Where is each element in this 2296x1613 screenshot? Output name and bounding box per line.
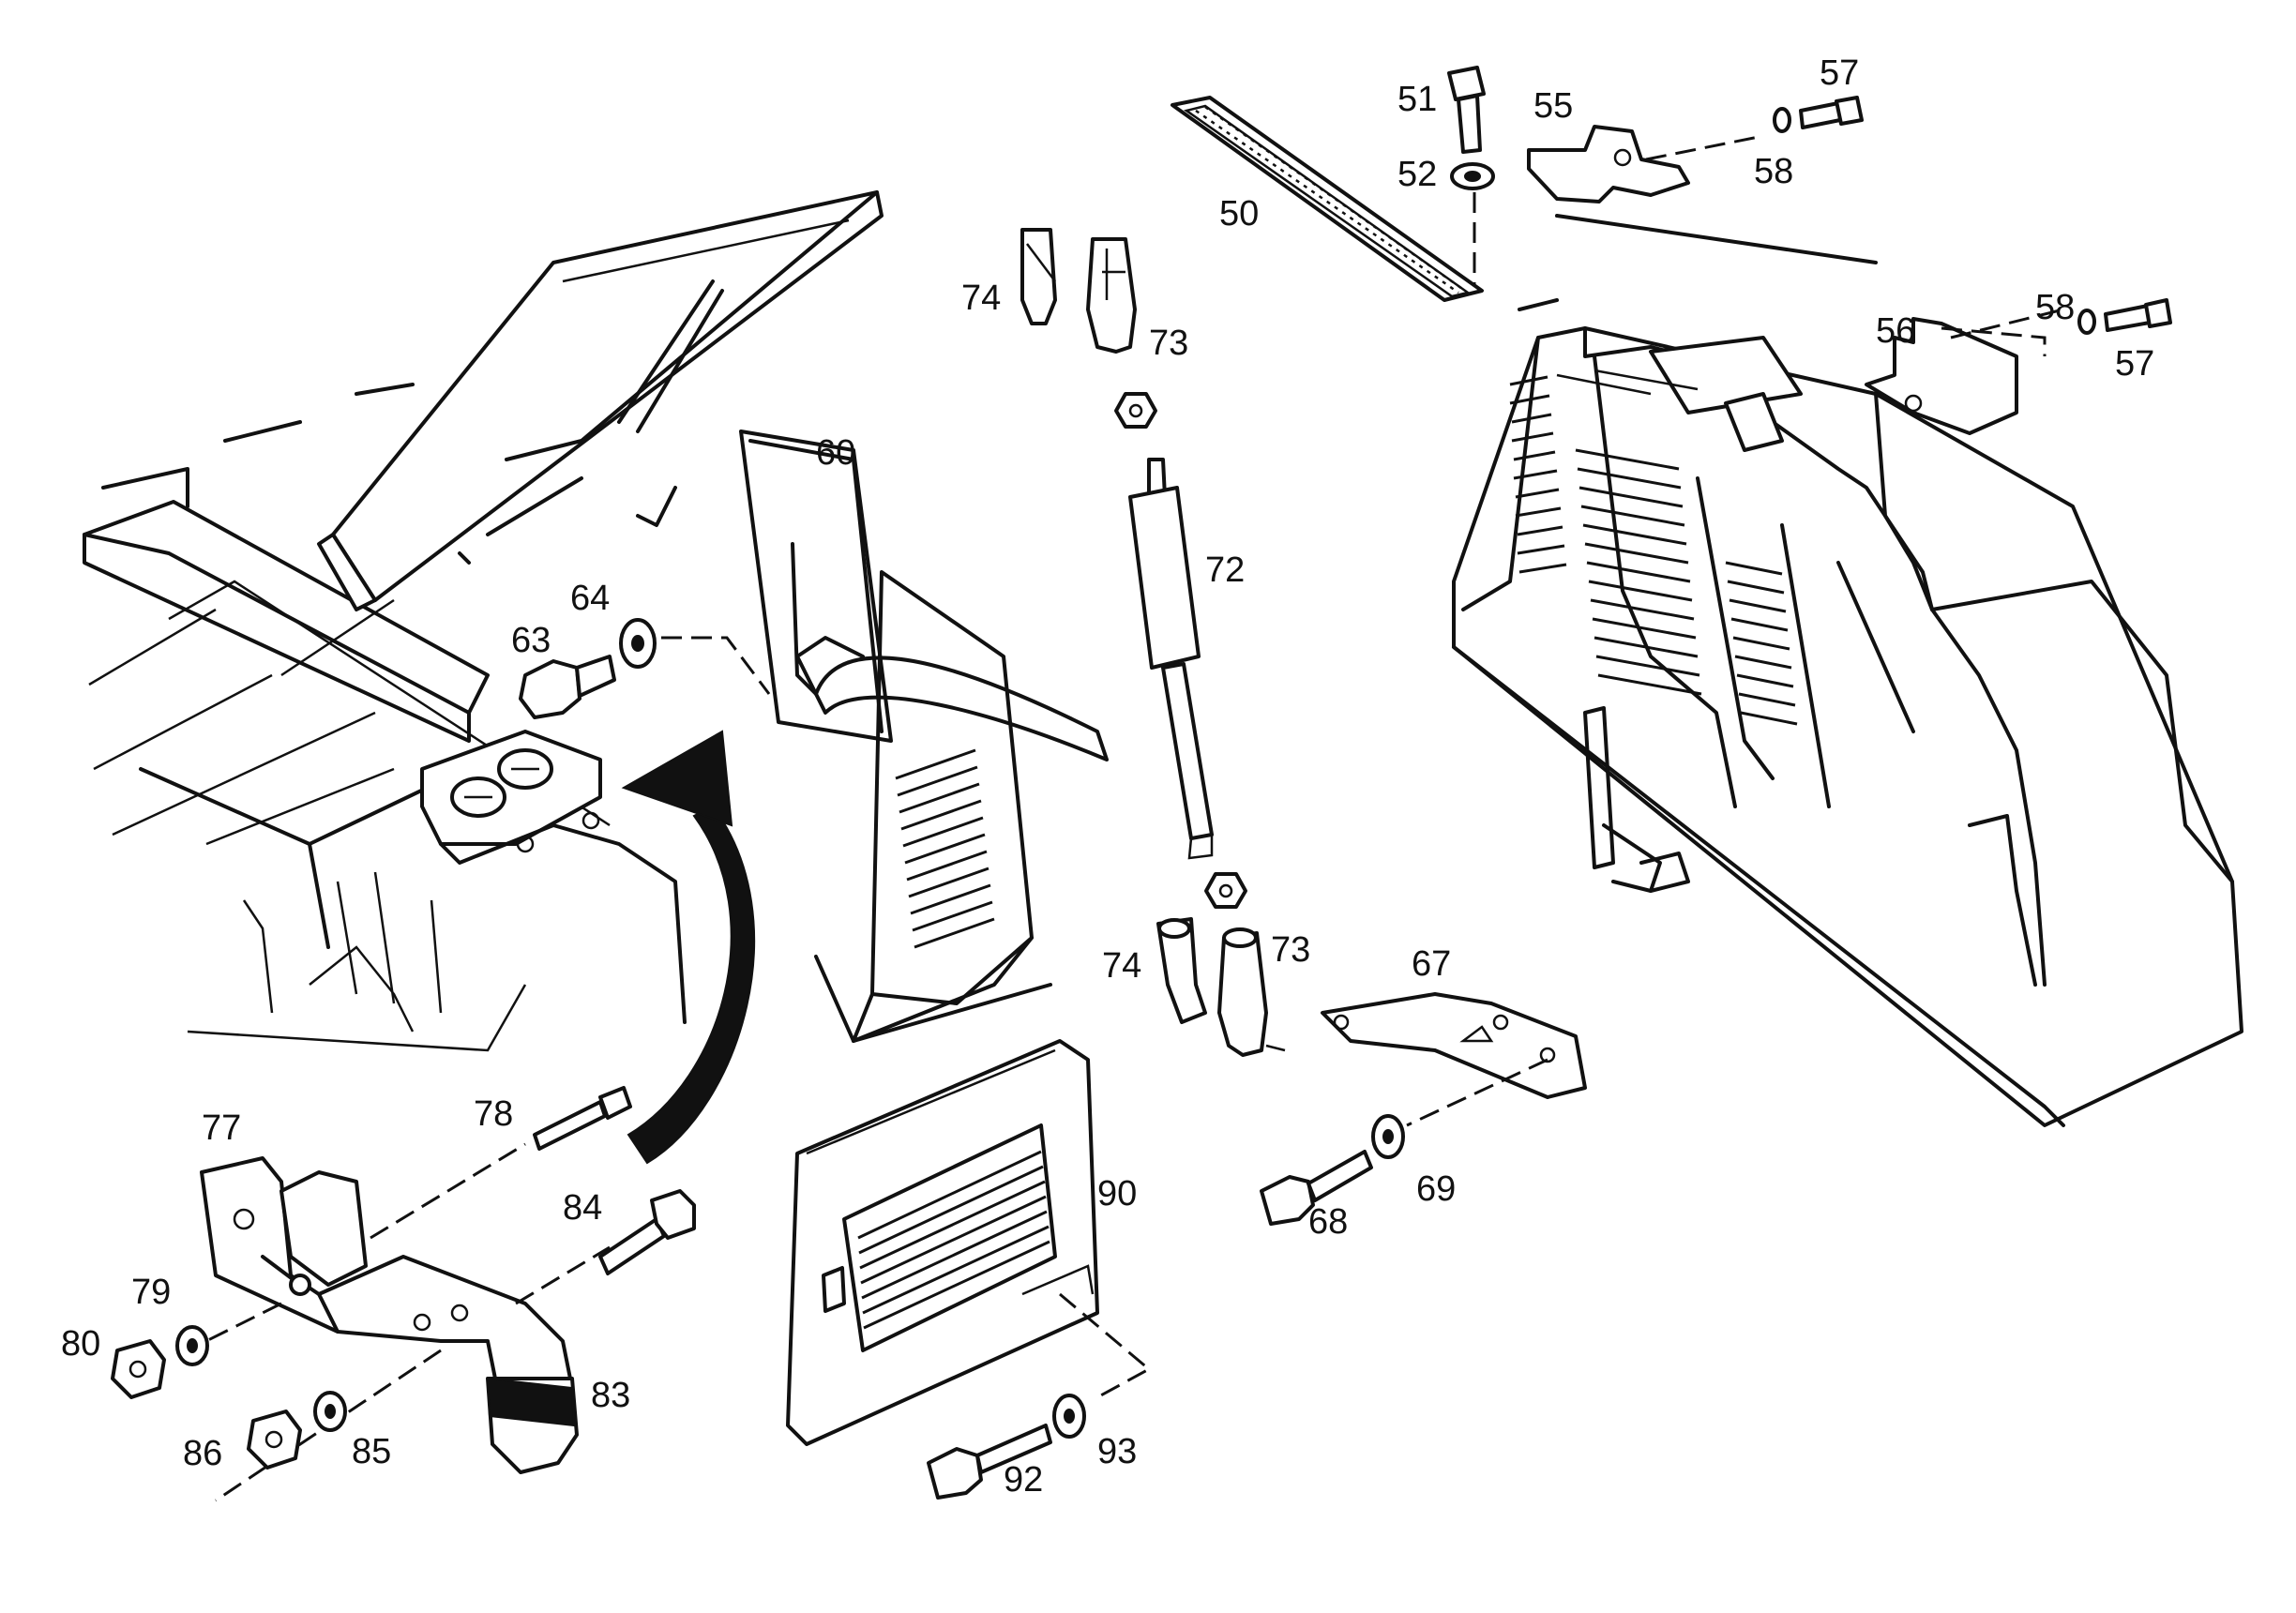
nut-80 bbox=[111, 1339, 166, 1399]
callout-69: 69 bbox=[1416, 1169, 1456, 1209]
callout-73a: 73 bbox=[1149, 324, 1188, 363]
nut-upper bbox=[1114, 392, 1157, 429]
washer-85 bbox=[313, 1391, 347, 1432]
panel-90-grille bbox=[857, 1150, 1050, 1330]
leader-84 bbox=[515, 1245, 611, 1305]
bolt-84 bbox=[598, 1189, 696, 1275]
callout-68: 68 bbox=[1308, 1202, 1348, 1242]
nut-86 bbox=[247, 1409, 302, 1470]
callout-labels: 50 51 52 55 57 58 56 58 57 74 73 60 72 6… bbox=[61, 53, 2154, 1500]
leader-56 bbox=[1941, 308, 2064, 356]
washer-64 bbox=[619, 618, 657, 669]
callout-85: 85 bbox=[352, 1432, 391, 1471]
callout-64: 64 bbox=[570, 579, 610, 618]
plate-56 bbox=[1865, 317, 2018, 435]
washer-93 bbox=[1052, 1394, 1086, 1439]
latch-77 bbox=[200, 1156, 368, 1334]
clevis-74a bbox=[1020, 228, 1057, 325]
callout-60: 60 bbox=[816, 433, 855, 473]
callout-52: 52 bbox=[1397, 155, 1437, 194]
callout-56: 56 bbox=[1876, 311, 1915, 351]
washer-69 bbox=[1371, 1114, 1405, 1159]
screw-57a bbox=[1799, 96, 1864, 129]
bolt-63 bbox=[519, 655, 616, 719]
callout-92: 92 bbox=[1004, 1460, 1043, 1500]
engine-cover-right bbox=[1452, 214, 2243, 1127]
callout-90: 90 bbox=[1097, 1174, 1137, 1214]
leader-64 bbox=[661, 636, 771, 695]
plate-55 bbox=[1527, 125, 1690, 204]
callout-58b: 58 bbox=[2035, 288, 2075, 327]
leader-55 bbox=[1645, 134, 1764, 161]
callout-80: 80 bbox=[61, 1324, 100, 1364]
bracket-67 bbox=[1321, 992, 1587, 1099]
washer-58b bbox=[2077, 309, 2096, 335]
callout-51: 51 bbox=[1397, 80, 1437, 119]
callout-57b: 57 bbox=[2115, 344, 2154, 384]
callout-63: 63 bbox=[511, 621, 551, 660]
clevis-73b bbox=[1217, 927, 1286, 1057]
leader-90 bbox=[1059, 1292, 1152, 1399]
washer-58a bbox=[1773, 107, 1791, 133]
callout-57a: 57 bbox=[1820, 53, 1859, 93]
bolt-68 bbox=[1260, 1150, 1373, 1226]
side-panel-90 bbox=[786, 1039, 1099, 1446]
machine-body-left bbox=[83, 383, 611, 1052]
clevis-74b bbox=[1156, 917, 1207, 1024]
rotation-arrow bbox=[621, 730, 755, 1165]
callout-74a: 74 bbox=[961, 279, 1001, 318]
raised-hood bbox=[317, 190, 884, 611]
leader-67 bbox=[1406, 1058, 1548, 1127]
hood-hinge-bracket bbox=[420, 730, 687, 1024]
callout-93: 93 bbox=[1097, 1432, 1137, 1471]
callout-58a: 58 bbox=[1754, 152, 1793, 191]
louvered-frame bbox=[814, 570, 1052, 1043]
bolt-92 bbox=[927, 1424, 1052, 1500]
callout-77: 77 bbox=[202, 1108, 241, 1148]
leader-80 bbox=[187, 1302, 282, 1352]
callout-79: 79 bbox=[131, 1273, 171, 1312]
side-panel-60 bbox=[739, 430, 1109, 761]
callout-74b: 74 bbox=[1102, 946, 1141, 986]
callout-78: 78 bbox=[474, 1094, 513, 1134]
air-filter-50 bbox=[1171, 96, 1484, 302]
nut-lower bbox=[1204, 872, 1247, 909]
screw-78 bbox=[533, 1086, 632, 1151]
leader-78 bbox=[370, 1142, 526, 1240]
callout-86: 86 bbox=[183, 1434, 222, 1473]
screw-57b bbox=[2104, 298, 2172, 332]
callout-72: 72 bbox=[1205, 550, 1245, 590]
callout-50: 50 bbox=[1219, 194, 1259, 234]
clevis-73a bbox=[1086, 237, 1137, 354]
handle-83 bbox=[317, 1255, 579, 1474]
callout-67: 67 bbox=[1412, 944, 1451, 984]
callout-83: 83 bbox=[591, 1376, 630, 1415]
callout-73b: 73 bbox=[1271, 930, 1310, 970]
callout-55: 55 bbox=[1533, 86, 1573, 126]
washer-52 bbox=[1450, 162, 1495, 190]
cover-louvers bbox=[1509, 375, 1798, 726]
washer-79 bbox=[175, 1325, 209, 1366]
callout-84: 84 bbox=[563, 1188, 602, 1228]
frame-louvers bbox=[895, 748, 995, 949]
bolt-51 bbox=[1447, 66, 1486, 154]
gas-strut-72 bbox=[1128, 458, 1214, 860]
